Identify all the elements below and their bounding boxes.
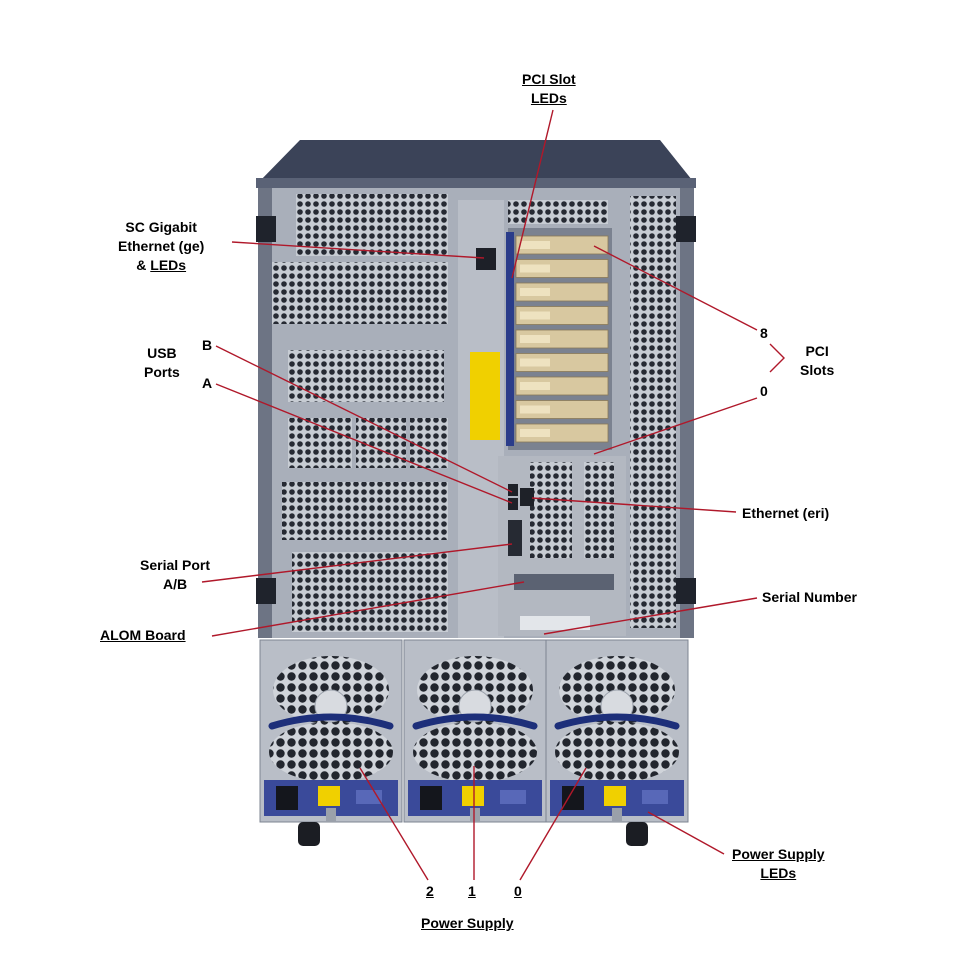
pci-card <box>515 282 609 302</box>
pci-0-label: 0 <box>760 383 768 399</box>
chassis-top-edge <box>256 178 696 188</box>
psu-handle <box>412 713 538 730</box>
psu-fan-grille <box>555 722 679 782</box>
psu-latch <box>612 808 622 822</box>
pci-card-bracket <box>520 405 550 414</box>
chassis-handle <box>256 216 276 242</box>
psu-handle <box>268 713 394 730</box>
grille-panel <box>296 194 448 256</box>
caster <box>298 822 320 846</box>
pci-card-bracket <box>520 264 550 273</box>
pci-card-bracket <box>520 241 550 249</box>
pci-card <box>515 353 609 372</box>
callout-serial-number <box>543 597 758 635</box>
callout-ethernet-eri <box>531 497 737 513</box>
callout-ps-2 <box>359 767 429 881</box>
chassis-side-right <box>680 188 694 638</box>
psu-led-block <box>642 790 668 804</box>
pci-card <box>515 400 609 419</box>
callout-usb-b <box>215 345 513 493</box>
psu-latch <box>470 808 480 822</box>
serial-port <box>508 520 522 556</box>
pci-slot-leds-label: PCI Slot LEDs <box>522 71 576 106</box>
pci-card-bracket <box>520 288 550 296</box>
psu-led-block <box>500 790 526 804</box>
pci-8-label: 8 <box>760 325 768 341</box>
psu-fan-grille <box>269 722 393 782</box>
alom-board <box>514 574 614 590</box>
usb-port-b <box>508 484 518 496</box>
psu-warning-label <box>604 786 626 806</box>
grille-panel <box>630 196 676 628</box>
pci-slots-label: PCI Slots <box>800 343 835 378</box>
grille-panel <box>288 350 444 402</box>
serial-number-label <box>520 616 590 630</box>
warning-label <box>470 352 500 440</box>
psu-handle <box>554 713 680 730</box>
grille-panel <box>508 200 608 224</box>
ps-0-label: 0 <box>514 883 522 899</box>
caster <box>626 822 648 846</box>
usb-ports-label: USB Ports <box>144 345 180 380</box>
callout-ps-0 <box>519 767 587 881</box>
callout-pci-8 <box>593 245 758 331</box>
grille-panel <box>282 482 448 540</box>
pci-card <box>515 235 609 255</box>
callout-usb-a <box>215 383 513 504</box>
pci-card-bracket <box>520 358 550 367</box>
callout-pci-0 <box>593 397 758 455</box>
pci-card <box>515 423 609 443</box>
ac-inlet <box>276 786 298 810</box>
usb-a-label: A <box>202 375 213 391</box>
callout-serial-port <box>201 543 513 583</box>
psu-latch <box>326 808 336 822</box>
usb-port-a <box>508 498 518 510</box>
chassis-handle <box>676 216 696 242</box>
pci-led-strip <box>506 232 514 446</box>
pci-card-bracket <box>520 335 550 343</box>
chassis-handle <box>676 578 696 604</box>
power-supply-label: Power Supply <box>421 915 514 931</box>
psu-warning-label <box>462 786 484 806</box>
callout-ps-leds <box>647 811 725 855</box>
serial-number-label-text: Serial Number <box>762 589 857 605</box>
pci-card-bracket <box>520 429 550 437</box>
pci-card <box>515 259 609 278</box>
ps-1-label: 1 <box>468 883 476 899</box>
chassis-handle <box>256 578 276 604</box>
ps-2-label: 2 <box>426 883 434 899</box>
chassis-side-left <box>258 188 272 638</box>
ethernet-port <box>520 488 534 506</box>
grille-panel <box>292 552 448 632</box>
grille-panel <box>530 462 572 558</box>
grille-panel <box>584 462 614 558</box>
pci-card <box>515 306 609 325</box>
chassis-top <box>256 140 696 185</box>
pci-card <box>515 376 609 396</box>
pci-slots-brace <box>769 343 785 373</box>
ethernet-eri-label: Ethernet (eri) <box>742 505 830 521</box>
ac-inlet <box>562 786 584 810</box>
callout-pci-slot-leds <box>511 109 554 279</box>
sc-ethernet-port <box>476 248 496 270</box>
pci-card-bracket <box>520 382 550 390</box>
pci-card <box>515 329 609 349</box>
ps-leds-label: Power Supply LEDs <box>732 846 825 881</box>
callout-alom-board <box>211 581 525 637</box>
pci-card-bracket <box>520 311 550 320</box>
serial-port-label: Serial Port A/B <box>140 557 211 592</box>
usb-b-label: B <box>202 337 213 353</box>
callout-sc-gigabit <box>231 241 485 259</box>
grille-panel <box>272 262 448 324</box>
sc-gigabit-label: SC Gigabit Ethernet (ge) & LEDs <box>118 219 205 273</box>
grille-panel <box>410 418 448 468</box>
ac-inlet <box>420 786 442 810</box>
psu-warning-label <box>318 786 340 806</box>
psu-fan-grille <box>413 722 537 782</box>
alom-board-label: ALOM Board <box>100 627 186 643</box>
